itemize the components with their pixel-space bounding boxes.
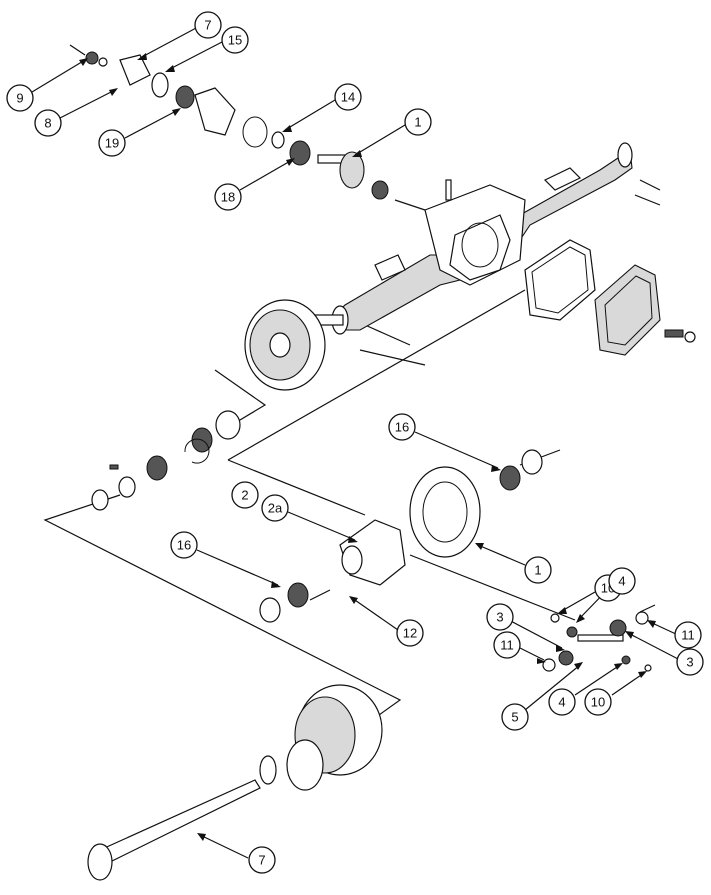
- differential-cover: [594, 264, 661, 356]
- callout-5: 5: [501, 703, 529, 731]
- callout-label: 7: [204, 18, 211, 33]
- callout-3-left: 3: [486, 603, 514, 631]
- pinion-yoke: [119, 54, 151, 86]
- axle-shaft: [87, 779, 261, 881]
- callout-15: 15: [221, 26, 249, 54]
- callout-label: 1: [414, 115, 421, 130]
- callout-9: 9: [6, 84, 34, 112]
- pinion-seal: [151, 72, 169, 98]
- vent-fitting: [445, 179, 452, 201]
- callout-label: 14: [341, 90, 355, 105]
- pinion-bearing-inner: [289, 140, 311, 166]
- callout-label: 5: [511, 710, 518, 725]
- callout-3-right: 3: [676, 648, 704, 676]
- assembly-lines: [43, 44, 661, 726]
- callout-16-top: 16: [388, 413, 416, 441]
- callout-label: 8: [44, 116, 51, 131]
- callout-label: 12: [403, 626, 417, 641]
- differential-case: [339, 519, 406, 586]
- callout-11-left: 11: [493, 631, 521, 659]
- callout-label: 10: [591, 695, 605, 710]
- pinion-rear-bearing: [371, 180, 389, 200]
- callout-4-lower: 4: [548, 688, 576, 716]
- callout-label: 11: [500, 638, 514, 653]
- pinion-bearing-outer: [175, 85, 195, 109]
- pinion-shim: [271, 131, 285, 149]
- callout-label: 7: [258, 853, 265, 868]
- axle-housing: [314, 142, 633, 335]
- callouts: [31, 26, 681, 859]
- callout-label: 15: [228, 33, 242, 48]
- callout-19: 19: [98, 129, 126, 157]
- callout-label: 3: [686, 655, 693, 670]
- ring-gear: [409, 466, 481, 558]
- callout-18: 18: [214, 183, 242, 211]
- callout-label: 16: [395, 420, 409, 435]
- callout-12: 12: [396, 619, 424, 647]
- callout-label: 16: [177, 538, 191, 553]
- callout-7-top: 7: [194, 11, 222, 39]
- callout-label: 18: [221, 190, 235, 205]
- side-bearing-right: [499, 449, 543, 491]
- axle-bearing-stack-upper: [91, 410, 241, 511]
- side-bearing-left: [259, 582, 309, 623]
- callout-label: 19: [105, 136, 119, 151]
- callout-8: 8: [34, 109, 62, 137]
- callout-2: 2: [231, 481, 259, 509]
- callout-11-right: 11: [674, 621, 702, 649]
- callout-label: 2a: [268, 501, 283, 516]
- brake-drum-lower: [259, 684, 383, 791]
- cover-bolt: [664, 329, 696, 343]
- differential-gears: [542, 611, 652, 672]
- callout-label: 4: [618, 574, 625, 589]
- callout-label: 2: [241, 488, 248, 503]
- callout-7-lower: 7: [248, 846, 276, 874]
- callout-16-lower: 16: [170, 531, 198, 559]
- pinion-carrier-housing: [194, 87, 236, 136]
- callout-label: 3: [496, 610, 503, 625]
- callout-label: 4: [558, 695, 565, 710]
- callout-label: 9: [16, 91, 23, 106]
- brake-drum: [244, 299, 326, 391]
- differential-cover-gasket: [524, 239, 596, 321]
- drive-pinion: [317, 151, 365, 189]
- callout-label: 11: [681, 628, 695, 643]
- callout-1-mid: 1: [524, 556, 552, 584]
- callout-label: 1: [534, 563, 541, 578]
- callout-1-top: 1: [404, 108, 432, 136]
- callout-14: 14: [334, 83, 362, 111]
- pinion-nut: [85, 51, 108, 67]
- callout-4-top: 4: [608, 567, 636, 595]
- callout-10-lower: 10: [584, 688, 612, 716]
- callout-2a: 2a: [261, 494, 289, 522]
- callout-10-top: 10: [594, 574, 622, 602]
- pinion-o-ring: [242, 116, 268, 148]
